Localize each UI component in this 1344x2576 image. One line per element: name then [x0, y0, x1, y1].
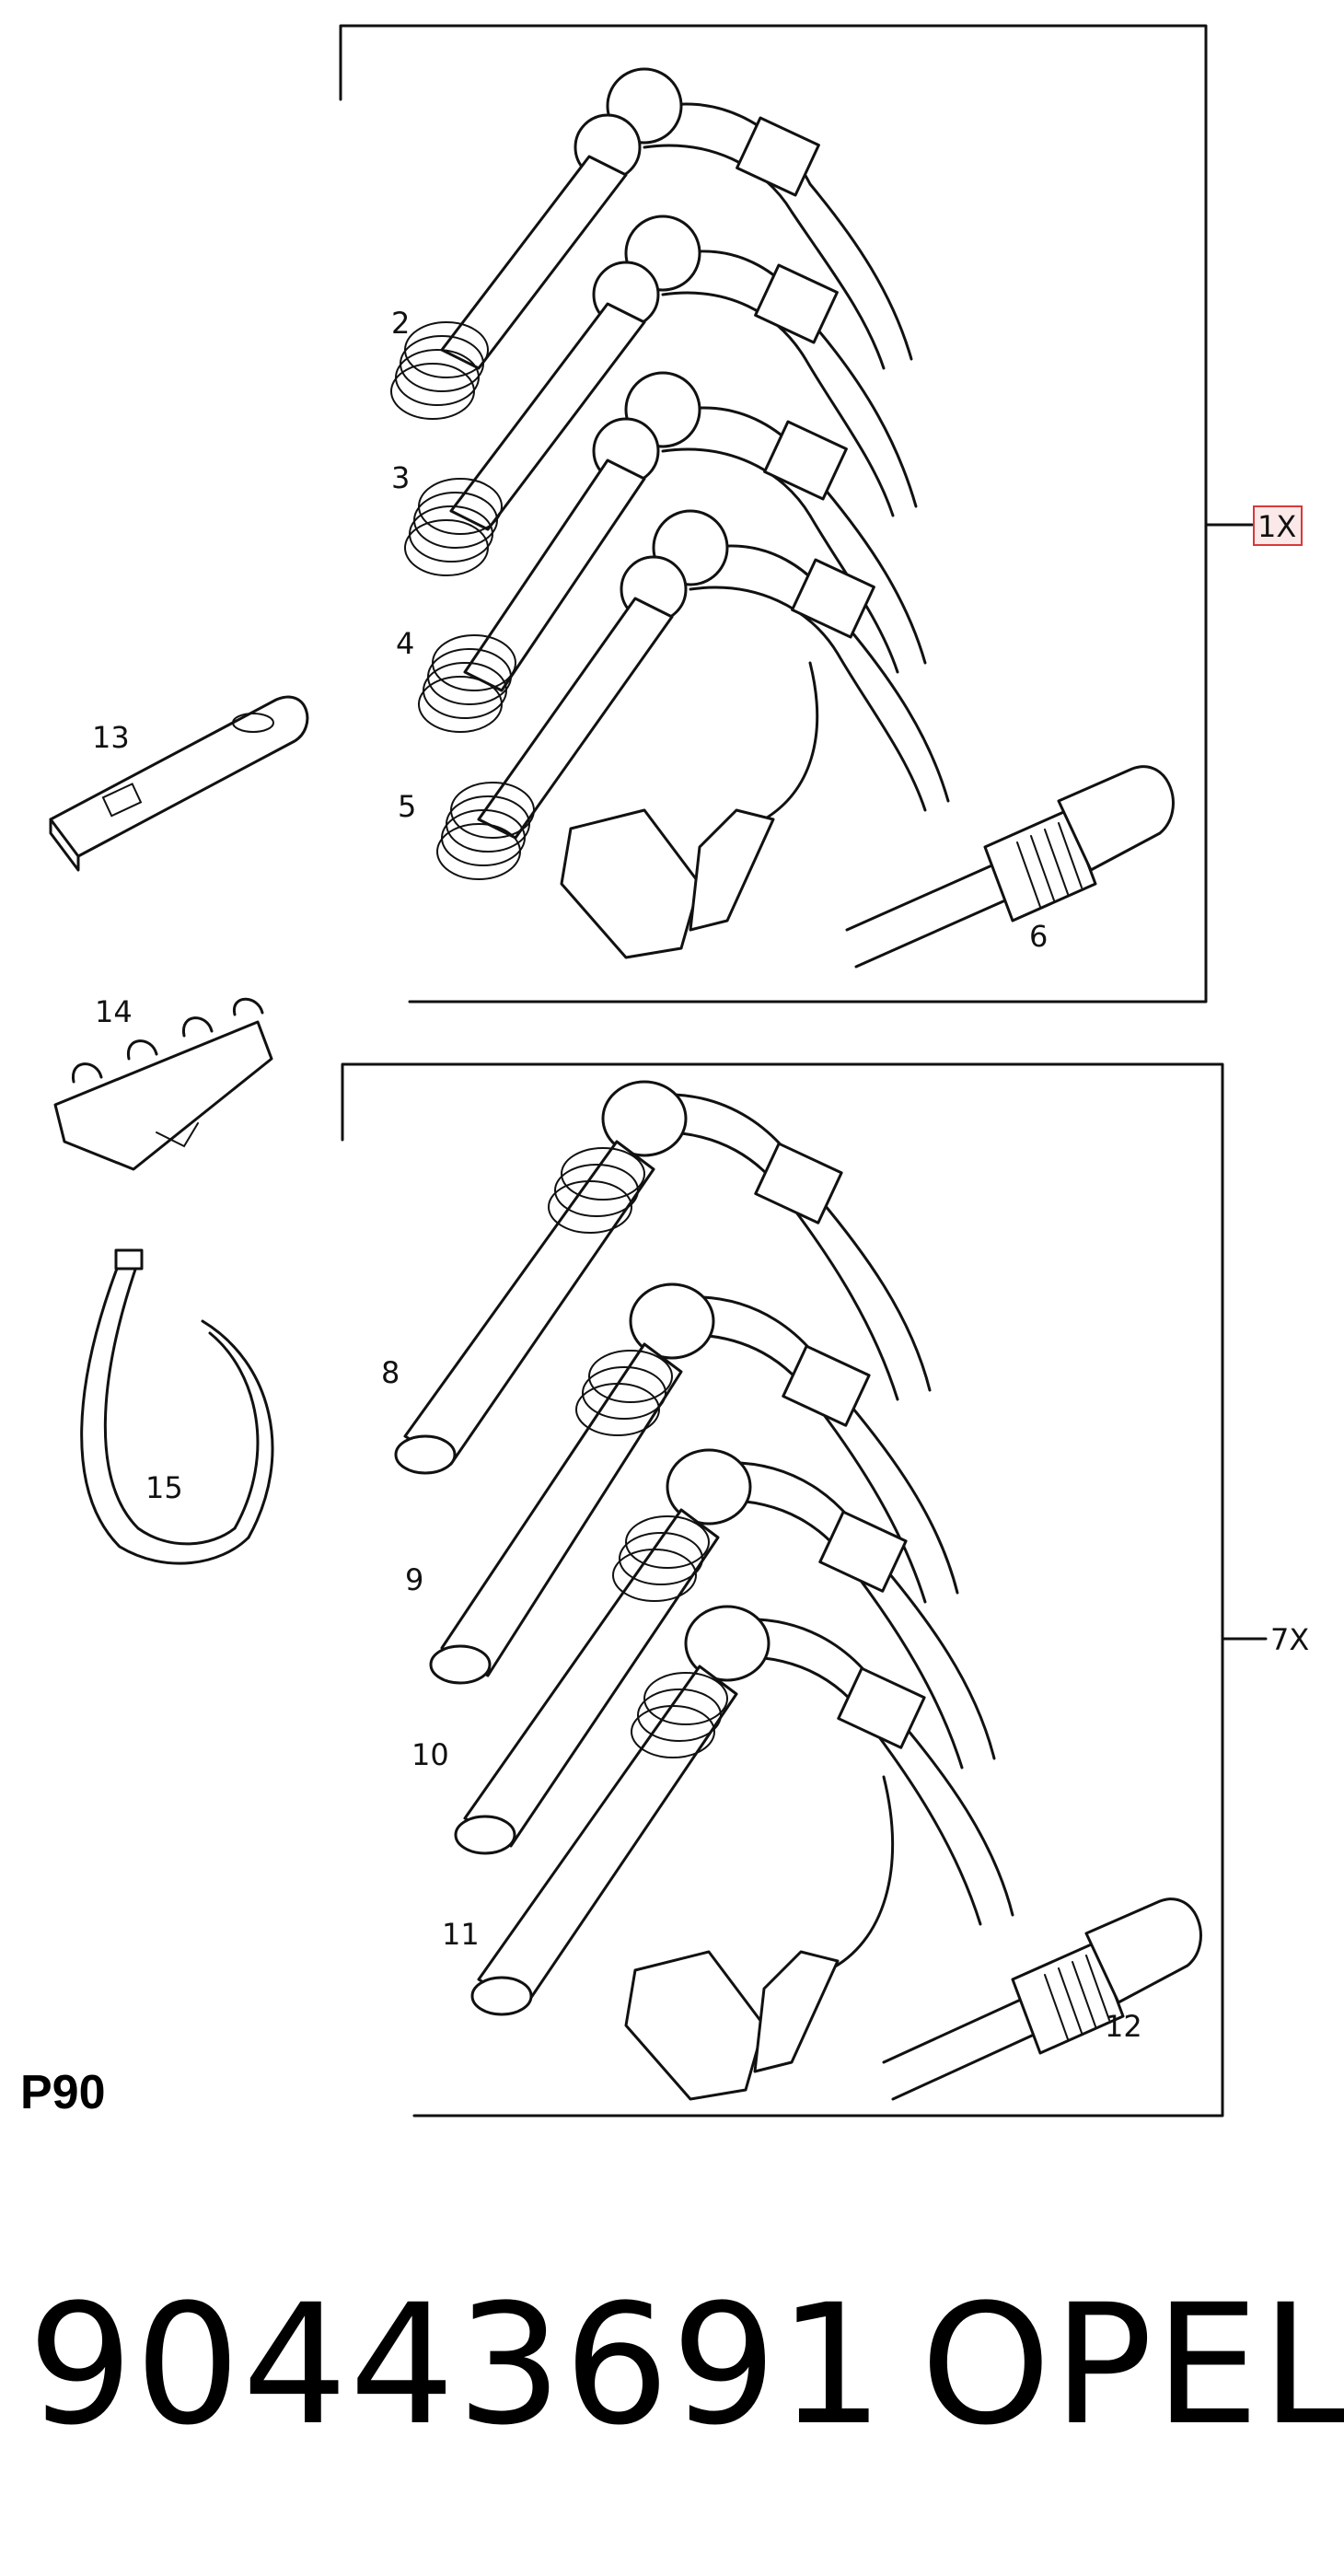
callout-6: 6: [1029, 919, 1048, 954]
lower-lead-10: [454, 1448, 996, 1855]
lower-ignition-leads: [394, 1080, 1202, 2101]
callout-9: 9: [405, 1562, 423, 1597]
upper-ignition-leads: [390, 67, 1175, 969]
part-15-cable-tie: 15: [80, 1248, 274, 1565]
callout-12: 12: [1105, 2009, 1142, 2044]
lower-callouts: 8 9 10 11 12: [381, 1355, 1142, 2044]
upper-group-qty: 1X: [1257, 509, 1296, 544]
callout-14: 14: [95, 994, 133, 1029]
upper-lead-2: [390, 67, 913, 420]
lower-group-bracket: 7X: [341, 1062, 1309, 2118]
upper-group-qty-badge: 1X: [1253, 505, 1303, 546]
callout-8: 8: [381, 1355, 400, 1390]
upper-lead-3: [404, 215, 918, 576]
callout-15: 15: [145, 1470, 183, 1505]
upper-lead-5: [436, 509, 950, 959]
figure-code: P90: [20, 2066, 106, 2119]
callout-13: 13: [92, 720, 130, 755]
part-13-bracket: 13: [49, 695, 309, 872]
brand-name: OPEL: [921, 2269, 1344, 2462]
part-footer: 90443691 OPEL: [0, 2274, 1344, 2458]
upper-lead-4: [418, 371, 927, 733]
callout-2: 2: [391, 306, 410, 341]
callout-5: 5: [398, 789, 416, 824]
upper-group-bracket: [339, 24, 1254, 1004]
upper-callouts: 2 3 4 5 6: [391, 306, 1048, 954]
lower-lead-11: [470, 1605, 1014, 2101]
callout-4: 4: [396, 626, 414, 661]
part-14-clip: 14: [53, 994, 273, 1171]
lower-lead-8: [394, 1080, 932, 1475]
callout-11: 11: [442, 1917, 480, 1952]
lower-lead-9: [429, 1282, 959, 1685]
lower-connector-12: [882, 1897, 1202, 2101]
lower-group-qty: 7X: [1270, 1622, 1309, 1657]
upper-connector-6: [845, 765, 1175, 969]
callout-3: 3: [391, 460, 410, 495]
part-number: 90443691: [28, 2269, 886, 2462]
callout-10: 10: [411, 1737, 449, 1772]
